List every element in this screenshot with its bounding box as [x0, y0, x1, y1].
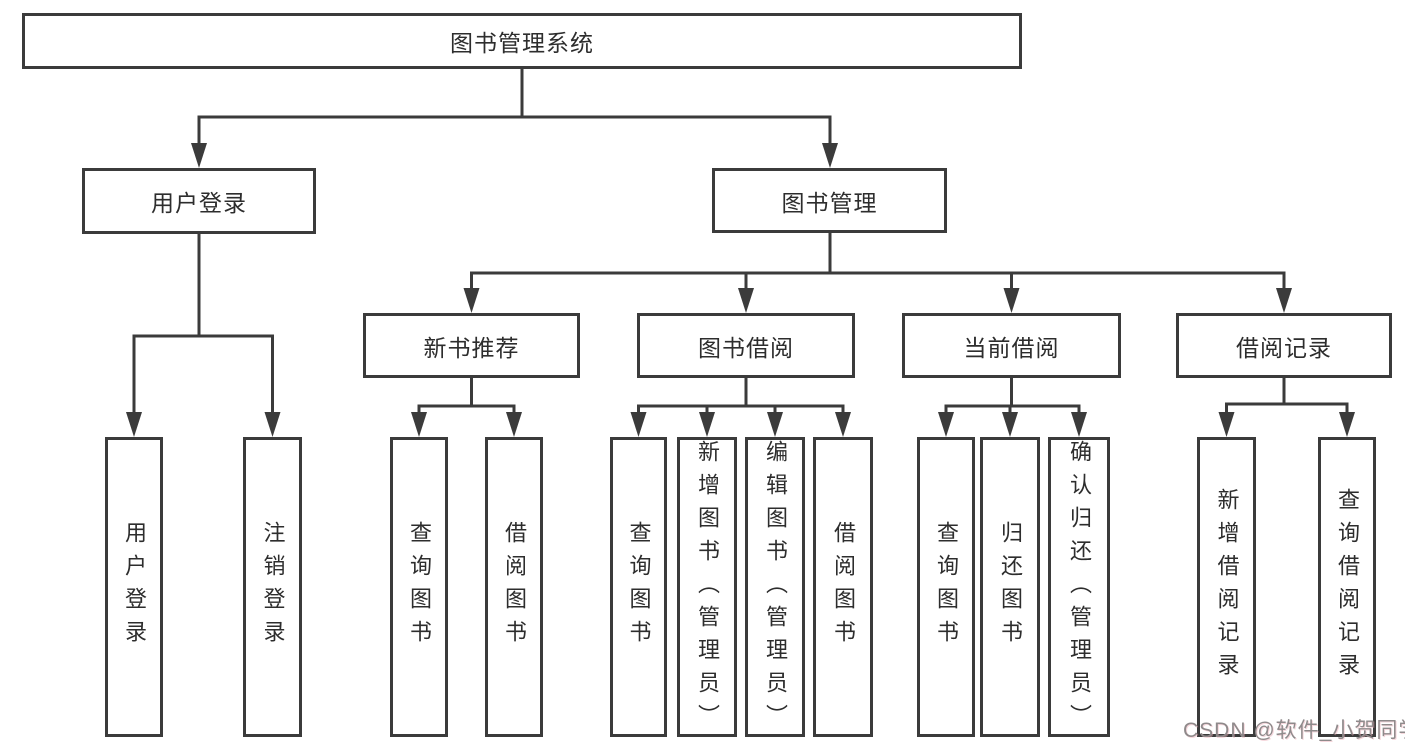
connector-current-borrow-children	[938, 378, 1087, 437]
leaf-user-login: 用户登录	[105, 437, 163, 737]
node-root-system: 图书管理系统	[22, 13, 1022, 69]
leaf-edit-book-admin: 编辑图书（管理员）	[745, 437, 805, 737]
node-book-management: 图书管理	[712, 168, 947, 233]
leaf-query-book-current: 查询图书	[917, 437, 975, 737]
connector-root-to-level2	[191, 69, 838, 168]
leaf-add-borrow-record: 新增借阅记录	[1197, 437, 1256, 737]
node-new-book-recommend: 新书推荐	[363, 313, 580, 378]
leaf-confirm-return-admin: 确认归还（管理员）	[1048, 437, 1110, 737]
leaf-borrow-book-recommend: 借阅图书	[485, 437, 543, 737]
connector-borrow-records-children	[1218, 378, 1355, 437]
connector-user-login-children	[126, 234, 281, 437]
connector-book-management-children	[463, 232, 1292, 313]
leaf-add-book-admin: 新增图书（管理员）	[677, 437, 737, 737]
leaf-return-book: 归还图书	[980, 437, 1040, 737]
node-borrow-records: 借阅记录	[1176, 313, 1392, 378]
connector-new-book-recommend-children	[411, 378, 522, 437]
node-current-borrow: 当前借阅	[902, 313, 1121, 378]
leaf-query-borrow-record: 查询借阅记录	[1318, 437, 1376, 737]
leaf-logout: 注销登录	[243, 437, 302, 737]
node-user-login: 用户登录	[82, 168, 316, 234]
leaf-borrow-book: 借阅图书	[813, 437, 873, 737]
csdn-watermark: CSDN @软件_小贺同学	[1183, 719, 1405, 742]
leaf-query-book-recommend: 查询图书	[390, 437, 448, 737]
connector-book-borrow-children	[630, 378, 851, 437]
node-book-borrow: 图书借阅	[637, 313, 855, 378]
leaf-query-book-borrow: 查询图书	[610, 437, 667, 737]
